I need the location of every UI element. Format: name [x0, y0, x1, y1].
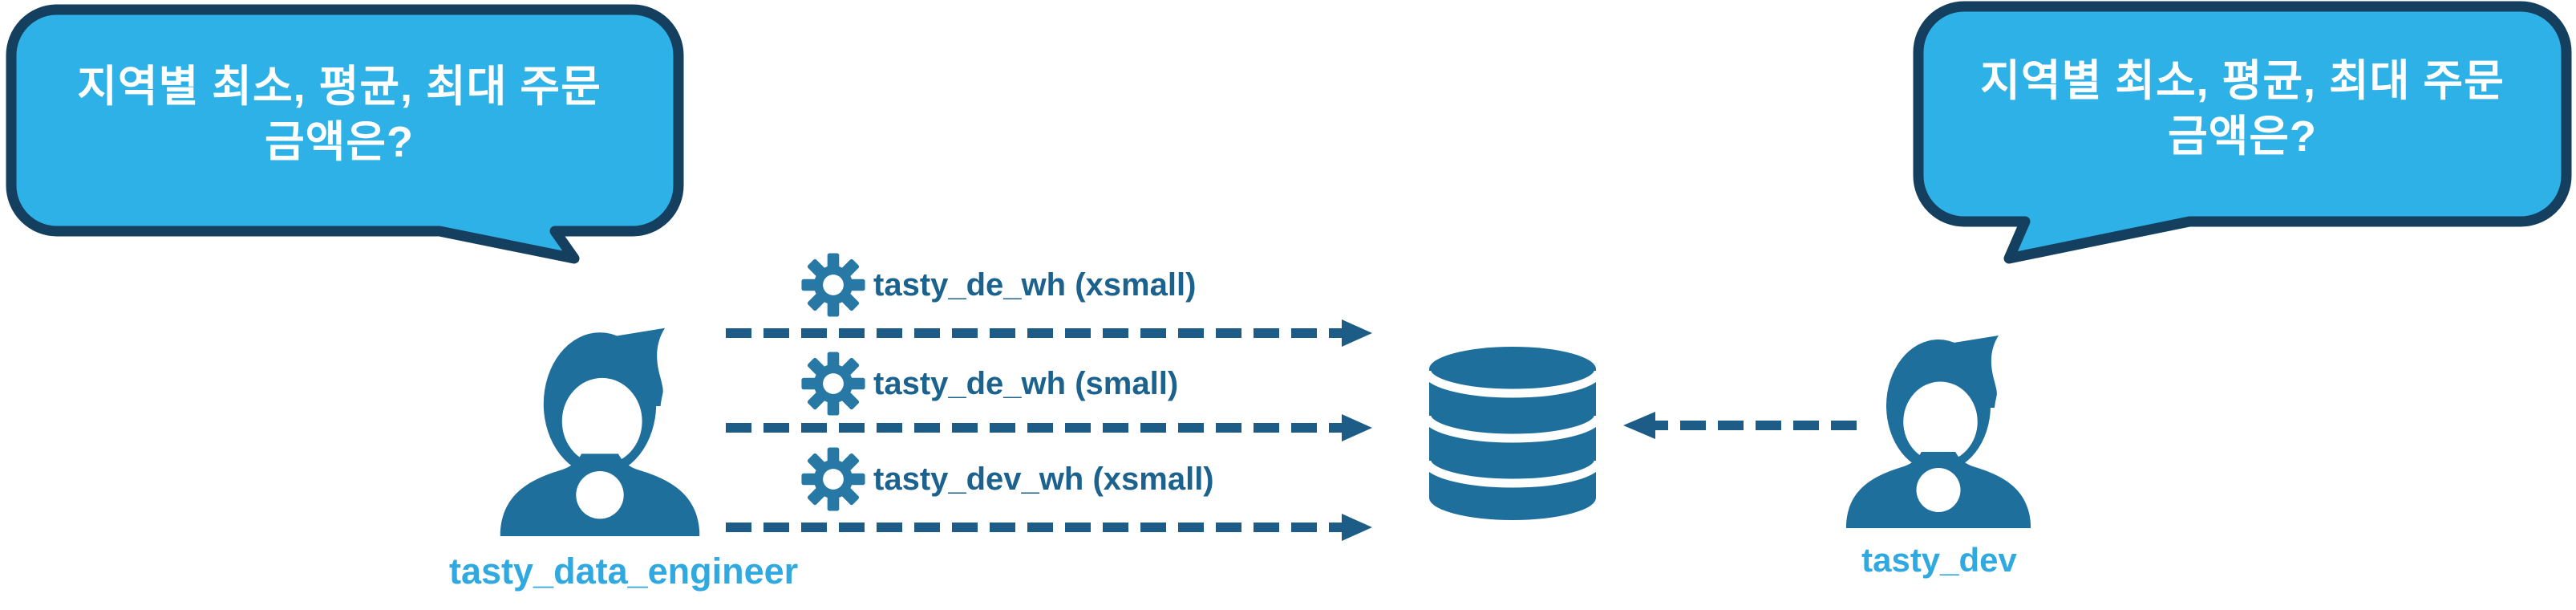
dev-arrow	[1623, 412, 1857, 439]
right-bubble-text: 지역별 최소, 평균, 최대 주문 금액은?	[1939, 22, 2546, 196]
actor-label-tasty-data-engineer: tasty_data_engineer	[449, 551, 799, 592]
warehouse-label: tasty_de_wh (small)	[873, 365, 1179, 401]
left-bubble-text: 지역별 최소, 평균, 최대 주문 금액은?	[32, 27, 646, 202]
warehouse-row-3: tasty_dev_wh (xsmall)	[799, 444, 1214, 514]
gear-icon	[801, 352, 865, 416]
arrowhead-icon	[1342, 319, 1372, 347]
warehouse-label: tasty_dev_wh (xsmall)	[873, 461, 1214, 497]
arrowhead-icon	[1623, 412, 1655, 439]
right-speech-bubble	[1913, 1, 2572, 264]
arrowhead-icon	[1342, 414, 1372, 441]
gear-icon	[801, 447, 865, 511]
bubble-question-line2: 금액은?	[264, 118, 415, 166]
speech-bubble-shape	[1913, 1, 2572, 264]
warehouse-row-1: tasty_de_wh (xsmall)	[799, 250, 1196, 320]
actor-label-tasty-dev: tasty_dev	[1861, 541, 2017, 579]
arrowhead-icon	[1342, 514, 1372, 541]
bubble-question-line2: 금액은?	[2167, 112, 2318, 161]
arrowheads-right	[1342, 319, 1372, 541]
warehouse-arrows	[726, 328, 1342, 532]
warehouse-row-2: tasty_de_wh (small)	[799, 348, 1178, 419]
database-icon	[1422, 347, 1603, 520]
gear-icon	[801, 253, 865, 317]
person-icon	[1846, 336, 2031, 528]
warehouse-label: tasty_de_wh (xsmall)	[873, 266, 1197, 303]
bubble-question-line1: 지역별 최소, 평균, 최대 주문	[77, 62, 601, 111]
bubble-question-line1: 지역별 최소, 평균, 최대 주문	[1980, 56, 2505, 105]
left-speech-bubble	[6, 4, 684, 264]
speech-bubble-shape	[6, 4, 684, 264]
person-icon	[500, 327, 700, 536]
